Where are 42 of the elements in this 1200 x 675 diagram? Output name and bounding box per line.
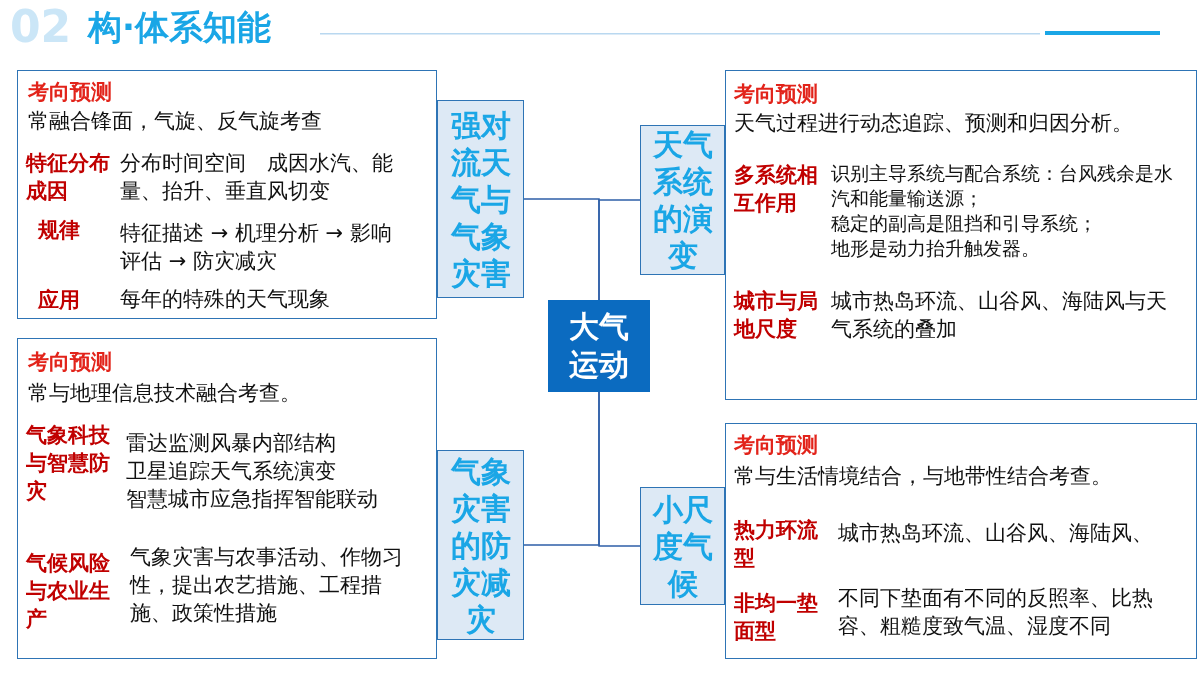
body-text: 不同下垫面有不同的反照率、比热容、粗糙度致气温、湿度不同: [838, 585, 1154, 640]
keyword-label: 城市与局地尺度: [734, 288, 819, 343]
section-heading: 考向预测: [734, 81, 819, 108]
category-tab: 强对流天气与气象灾害: [437, 100, 524, 298]
keyword-label: 非均一垫面型: [734, 590, 819, 645]
topic-box: 大气运动: [548, 300, 650, 392]
body-text: 常融合锋面，气旋、反气旋考查: [28, 108, 323, 135]
content-box: [725, 70, 1197, 400]
connector-line: [598, 391, 641, 547]
body-text: 城市热岛环流、山谷风、海陆风、: [838, 520, 1154, 547]
body-text: 每年的特殊的天气现象: [120, 286, 331, 313]
body-text: 识别主导系统与配合系统：台风残余是水汽和能量输送源；: [831, 161, 1174, 211]
body-text: 特征描述 → 机理分析 → 影响评估 → 防灾减灾: [120, 220, 393, 275]
keyword-label: 气象科技与智慧防灾: [26, 422, 111, 505]
body-text: 地形是动力抬升触发器。: [831, 236, 1041, 261]
keyword-label: 热力环流型: [734, 517, 819, 572]
body-text: 雷达监测风暴内部结构: [126, 430, 337, 457]
keyword-label: 多系统相互作用: [734, 162, 819, 217]
keyword-label: 气候风险与农业生产: [26, 550, 111, 633]
section-heading: 考向预测: [28, 349, 113, 376]
category-tab: 天气系统的演变: [640, 125, 725, 275]
content-box: [725, 423, 1197, 659]
body-text: 常与地理信息技术融合考查。: [28, 380, 302, 407]
content-box: [17, 338, 437, 659]
title: 构·体系知能: [88, 6, 271, 48]
body-text: 智慧城市应急指挥智能联动: [126, 486, 379, 513]
body-text: 稳定的副高是阻挡和引导系统；: [831, 211, 1098, 236]
category-tab: 小尺度气候: [640, 487, 725, 605]
keyword-label: 特征分布成因: [26, 150, 111, 205]
body-text: 常与生活情境结合，与地带性结合考查。: [734, 463, 1113, 490]
body-text: 分布时间空间 成因水汽、能量、抬升、垂直风切变: [120, 150, 394, 205]
body-text: 天气过程进行动态追踪、预测和归因分析。: [734, 110, 1134, 137]
connector-line: [598, 199, 641, 301]
body-text: 城市热岛环流、山谷风、海陆风与天气系统的叠加: [831, 288, 1168, 343]
keyword-label: 应用: [38, 287, 81, 314]
body-text: 卫星追踪天气系统演变: [126, 458, 337, 485]
category-tab: 气象灾害的防灾减灾: [437, 450, 524, 640]
content-box: [17, 70, 437, 319]
section-heading: 考向预测: [28, 79, 113, 106]
section-heading: 考向预测: [734, 432, 819, 459]
body-text: 气象灾害与农事活动、作物习性，提出农艺措施、工程措施、政策性措施: [130, 544, 404, 627]
keyword-label: 规律: [38, 217, 81, 244]
